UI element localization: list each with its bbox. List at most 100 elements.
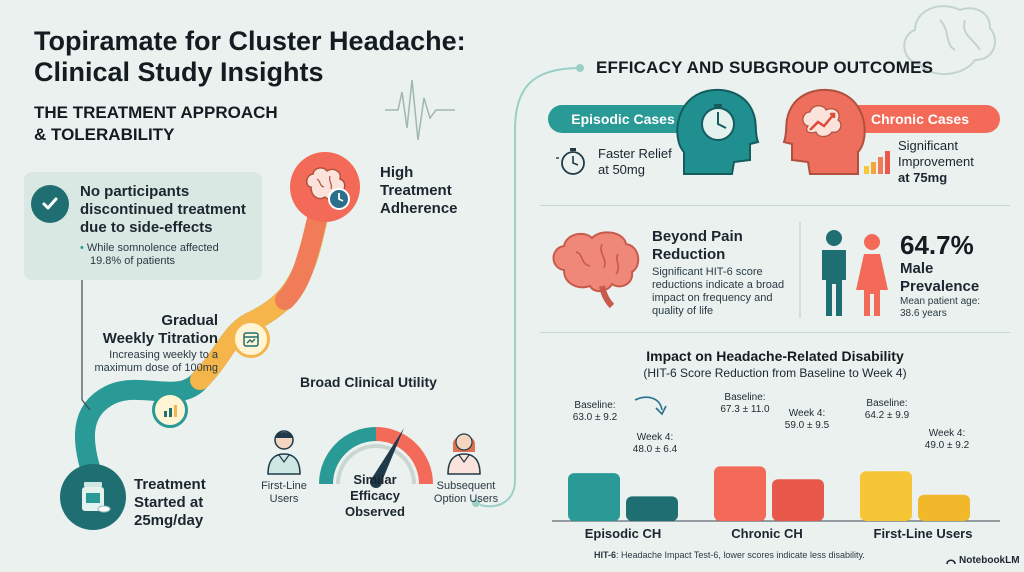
beyond-desc-line-3: impact on frequency and xyxy=(652,292,773,304)
beyond-pain-title: Beyond Pain Reduction xyxy=(652,228,792,264)
adherence-line-2: Treatment xyxy=(380,182,452,199)
chronic-week4-value: 59.0 ± 9.5 xyxy=(784,420,830,431)
category-first-line: First-Line Users xyxy=(873,526,973,541)
somnolence-line-1: While somnolence affected xyxy=(86,242,219,254)
title-line-2: Clinical Study Insights xyxy=(34,57,324,87)
episodic-baseline-name: Baseline: xyxy=(574,400,616,411)
footnote-bold: HIT-6 xyxy=(594,550,617,560)
episodic-result-line-1: Faster Relief xyxy=(598,146,672,161)
chronic-cases-pill: Chronic Cases xyxy=(840,105,1000,133)
male-prevalence-label: Male Prevalence xyxy=(900,260,1010,296)
adherence-line-3: Adherence xyxy=(380,200,458,217)
section-heading-treatment: THE TREATMENT APPROACH & TOLERABILITY xyxy=(34,102,278,146)
notebooklm-brand: NotebookLM xyxy=(946,555,1020,566)
stopwatch-icon xyxy=(556,148,585,175)
beyond-line-1: Beyond Pain xyxy=(652,228,743,245)
gauge-label: Similar Efficacy Observed xyxy=(340,472,410,520)
chart-footnote: HIT-6: Headache Impact Test-6, lower sco… xyxy=(594,550,865,560)
head-stopwatch-icon xyxy=(676,89,760,175)
somnolence-note: • While somnolence affected 19.8% of pat… xyxy=(80,242,260,268)
gauge-line-2: Efficacy xyxy=(350,488,400,503)
gauge-line-3: Observed xyxy=(345,504,405,519)
checkmark-icon xyxy=(31,185,69,223)
start-line-1: Treatment xyxy=(134,476,206,493)
chronic-baseline-name: Baseline: xyxy=(724,392,766,403)
episodic-result-line-2: at 50mg xyxy=(598,162,645,177)
section-divider-line xyxy=(479,67,581,508)
beyond-desc-line-2: reductions indicate a broad xyxy=(652,279,785,291)
titration-desc-line-2: maximum dose of 100mg xyxy=(94,362,219,374)
male-percent: 64.7% xyxy=(900,230,974,260)
signal-bars-icon xyxy=(864,151,890,174)
chronic-pill-label: Chronic Cases xyxy=(870,111,970,127)
somnolence-line-2: 19.8% of patients xyxy=(90,255,176,267)
arrow-icon xyxy=(634,396,663,411)
first-week4-label: Week 4: 49.0 ± 9.2 xyxy=(912,428,982,452)
mean-age: Mean patient age: 38.6 years xyxy=(900,296,1010,320)
utility-title: Broad Clinical Utility xyxy=(300,374,437,390)
notebooklm-logo-icon xyxy=(946,559,956,564)
titration-desc: Increasing weekly to a maximum dose of 1… xyxy=(70,349,219,375)
start-line-2: Started at xyxy=(134,494,204,511)
episodic-baseline-value: 63.0 ± 9.2 xyxy=(572,412,618,423)
titration-line-1: Gradual xyxy=(161,312,218,329)
treatment-start-label: Treatment Started at 25mg/day xyxy=(134,476,244,530)
first-week4-name: Week 4: xyxy=(928,428,966,439)
episodic-baseline-label: Baseline: 63.0 ± 9.2 xyxy=(560,400,630,424)
male-line-1: Male xyxy=(900,260,934,277)
doctor-female-icon xyxy=(447,433,481,475)
beyond-desc-line-1: Significant HIT-6 score xyxy=(652,266,763,278)
tolerability-line-2: discontinued treatment xyxy=(80,201,246,218)
first-baseline-name: Baseline: xyxy=(866,398,908,409)
disability-bar-chart xyxy=(552,396,1000,522)
divider-top xyxy=(540,205,1010,206)
first-line-line-1: First-Line xyxy=(261,480,307,492)
episodic-result: Faster Relief at 50mg xyxy=(598,146,672,178)
chronic-result: Significant Improvement at 75mg xyxy=(898,138,974,186)
bar-episodic-baseline xyxy=(568,473,620,521)
subsequent-line-1: Subsequent xyxy=(436,480,496,492)
section-heading-efficacy: EFFICACY AND SUBGROUP OUTCOMES xyxy=(596,58,934,77)
adherence-line-1: High xyxy=(380,164,414,181)
divider-bottom xyxy=(540,332,1010,333)
doctor-male-icon xyxy=(267,430,301,475)
chart-title: Impact on Headache-Related Disability xyxy=(646,348,904,364)
brain-clock-icon xyxy=(290,152,360,222)
mean-age-line-2: 38.6 years xyxy=(900,308,947,319)
section-heading-line-2: & TOLERABILITY xyxy=(34,125,175,144)
episodic-week4-value: 48.0 ± 6.4 xyxy=(632,444,678,455)
brain-outline-icon xyxy=(903,5,996,76)
bar-growth-icon xyxy=(152,392,188,428)
subsequent-line-2: Option Users xyxy=(433,493,499,505)
adherence-label: High Treatment Adherence xyxy=(380,164,490,218)
heartbeat-line xyxy=(385,79,455,141)
page-title: Topiramate for Cluster Headache: Clinica… xyxy=(34,26,514,88)
category-episodic: Episodic CH xyxy=(584,526,662,541)
bar-first-baseline xyxy=(860,471,912,521)
head-brain-trend-icon xyxy=(782,89,866,175)
first-week4-value: 49.0 ± 9.2 xyxy=(924,440,970,451)
titration-line-2: Weekly Titration xyxy=(102,330,218,347)
calendar-chart-icon xyxy=(232,320,270,358)
subsequent-users-label: Subsequent Option Users xyxy=(426,480,506,506)
first-line-users-label: First-Line Users xyxy=(248,480,320,506)
title-line-1: Topiramate for Cluster Headache: xyxy=(34,26,466,56)
category-chronic: Chronic CH xyxy=(731,526,803,541)
episodic-week4-label: Week 4: 48.0 ± 6.4 xyxy=(620,432,690,456)
chart-subtitle: (HIT-6 Score Reduction from Baseline to … xyxy=(643,366,907,380)
first-baseline-label: Baseline: 64.2 ± 9.9 xyxy=(852,398,922,422)
episodic-week4-name: Week 4: xyxy=(636,432,674,443)
pill-bottle-icon xyxy=(60,464,126,530)
tolerability-line-1: No participants xyxy=(80,183,190,200)
chronic-result-line-3: at 75mg xyxy=(898,170,948,185)
episodic-pill-label: Episodic Cases xyxy=(571,111,675,127)
beyond-line-2: Reduction xyxy=(652,246,726,263)
chronic-week4-name: Week 4: xyxy=(788,408,826,419)
chronic-baseline-label: Baseline: 67.3 ± 11.0 xyxy=(707,392,783,416)
male-female-icon xyxy=(822,230,888,316)
chronic-result-line-2: Improvement xyxy=(898,154,974,169)
chronic-result-line-1: Significant xyxy=(898,138,958,153)
beyond-pain-desc: Significant HIT-6 score reductions indic… xyxy=(652,266,800,318)
brand-label: NotebookLM xyxy=(959,555,1020,566)
chronic-baseline-value: 67.3 ± 11.0 xyxy=(720,404,770,415)
